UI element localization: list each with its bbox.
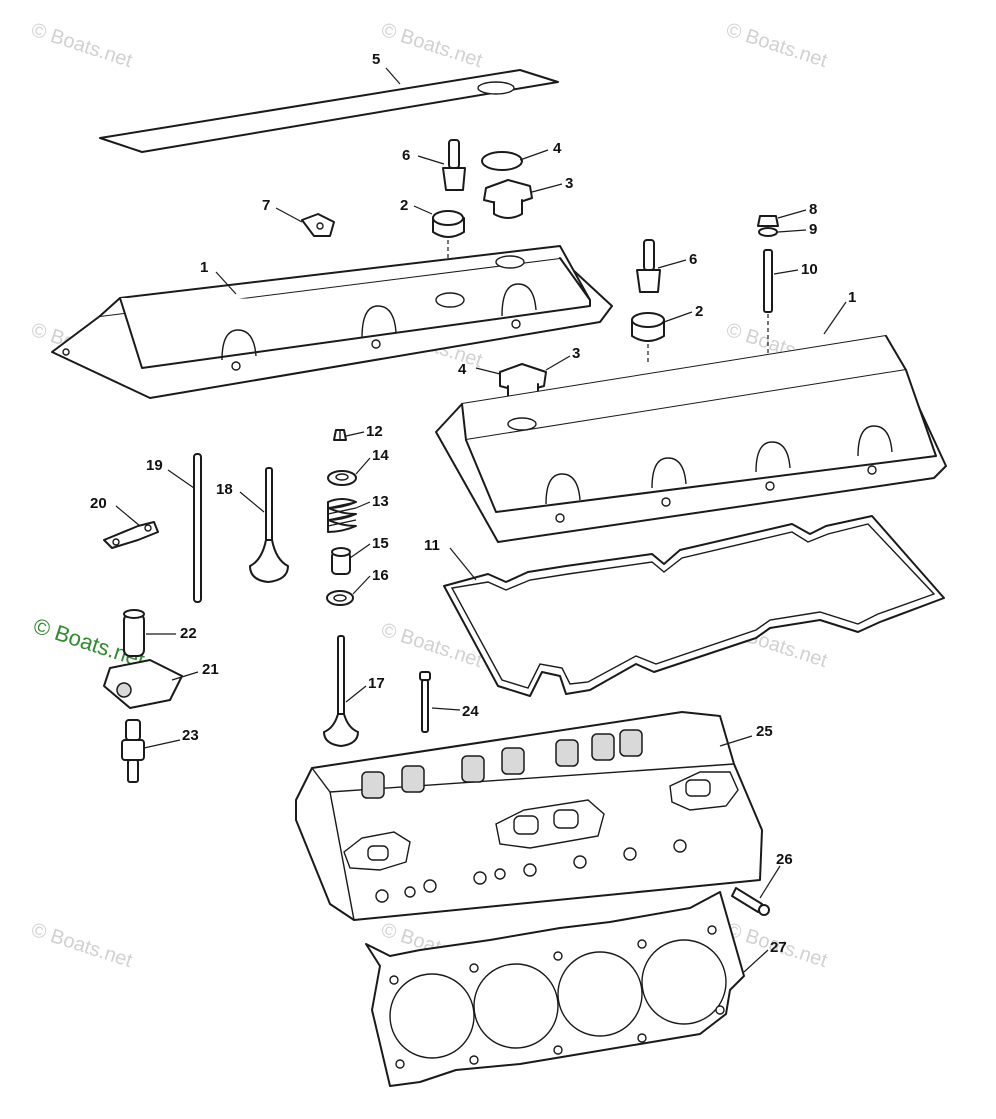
valve-spring-row [361, 729, 643, 799]
part-grommet[interactable] [631, 312, 665, 342]
watermark: © Boats.net [378, 19, 485, 72]
part-valve-spring[interactable] [327, 498, 357, 533]
part-nut[interactable] [757, 215, 779, 227]
callout-23: 23 [182, 727, 199, 744]
callout-14: 14 [372, 447, 389, 464]
callout-4: 4 [458, 361, 467, 378]
callout-6: 6 [402, 147, 410, 164]
part-push-rod-guide[interactable] [103, 521, 159, 549]
callout-6: 6 [689, 251, 697, 268]
part-stud[interactable] [763, 249, 773, 313]
callouts: 5 6 4 3 7 2 8 9 10 1 6 2 1 3 4 12 14 13 … [90, 51, 856, 956]
callout-20: 20 [90, 495, 107, 512]
part-cylinder-head[interactable] [295, 711, 763, 921]
callout-19: 19 [146, 457, 163, 474]
part-plug-bolt[interactable] [731, 887, 770, 916]
callout-1: 1 [200, 259, 208, 276]
callout-13: 13 [372, 493, 389, 510]
callout-8: 8 [809, 201, 817, 218]
callout-2: 2 [695, 303, 703, 320]
callout-2: 2 [400, 197, 408, 214]
part-rocker-cover-right[interactable] [435, 335, 947, 543]
callout-9: 9 [809, 221, 817, 238]
part-clip[interactable] [301, 213, 335, 237]
part-exhaust-valve[interactable] [323, 635, 359, 747]
part-rocker-cover-gasket[interactable] [443, 515, 945, 697]
part-pcv-valve[interactable] [636, 239, 661, 293]
callout-27: 27 [770, 939, 787, 956]
callout-7: 7 [262, 197, 270, 214]
part-cap-seal[interactable] [481, 151, 523, 171]
callout-25: 25 [756, 723, 773, 740]
callout-26: 26 [776, 851, 793, 868]
callout-18: 18 [216, 481, 233, 498]
callout-10: 10 [801, 261, 818, 278]
part-spring-cap[interactable] [327, 470, 357, 486]
callout-24: 24 [462, 703, 479, 720]
part-valve-keeper[interactable] [333, 429, 347, 441]
part-spring-shim[interactable] [326, 590, 354, 606]
watermark: © Boats.net [28, 919, 135, 972]
callout-3: 3 [565, 175, 573, 192]
part-baffle-plate[interactable] [99, 69, 559, 153]
part-valve-seal[interactable] [331, 547, 351, 575]
part-oil-filler-cap[interactable] [483, 179, 533, 219]
callout-16: 16 [372, 567, 389, 584]
callout-15: 15 [372, 535, 389, 552]
part-head-bolt[interactable] [419, 671, 431, 733]
watermark: © Boats.net [723, 19, 830, 72]
part-pivot-ball[interactable] [123, 609, 145, 657]
callout-11: 11 [424, 537, 440, 554]
callout-22: 22 [180, 625, 197, 642]
callout-21: 21 [202, 661, 219, 678]
callout-4: 4 [553, 140, 562, 157]
callout-5: 5 [372, 51, 380, 68]
callout-12: 12 [366, 423, 383, 440]
part-intake-valve[interactable] [249, 467, 289, 583]
leader-lines [115, 67, 847, 973]
part-head-gasket[interactable] [365, 891, 745, 1087]
callout-1: 1 [848, 289, 856, 306]
part-rocker-stud[interactable] [121, 719, 145, 783]
part-washer[interactable] [758, 227, 778, 237]
part-push-rod[interactable] [193, 453, 202, 603]
part-grommet[interactable] [432, 210, 465, 238]
part-rocker-cover-left[interactable] [51, 245, 613, 399]
callout-3: 3 [572, 345, 580, 362]
part-pcv-valve[interactable] [442, 139, 466, 191]
watermark: © Boats.net [28, 19, 135, 72]
callout-17: 17 [368, 675, 385, 692]
part-rocker-arm[interactable] [103, 659, 183, 709]
